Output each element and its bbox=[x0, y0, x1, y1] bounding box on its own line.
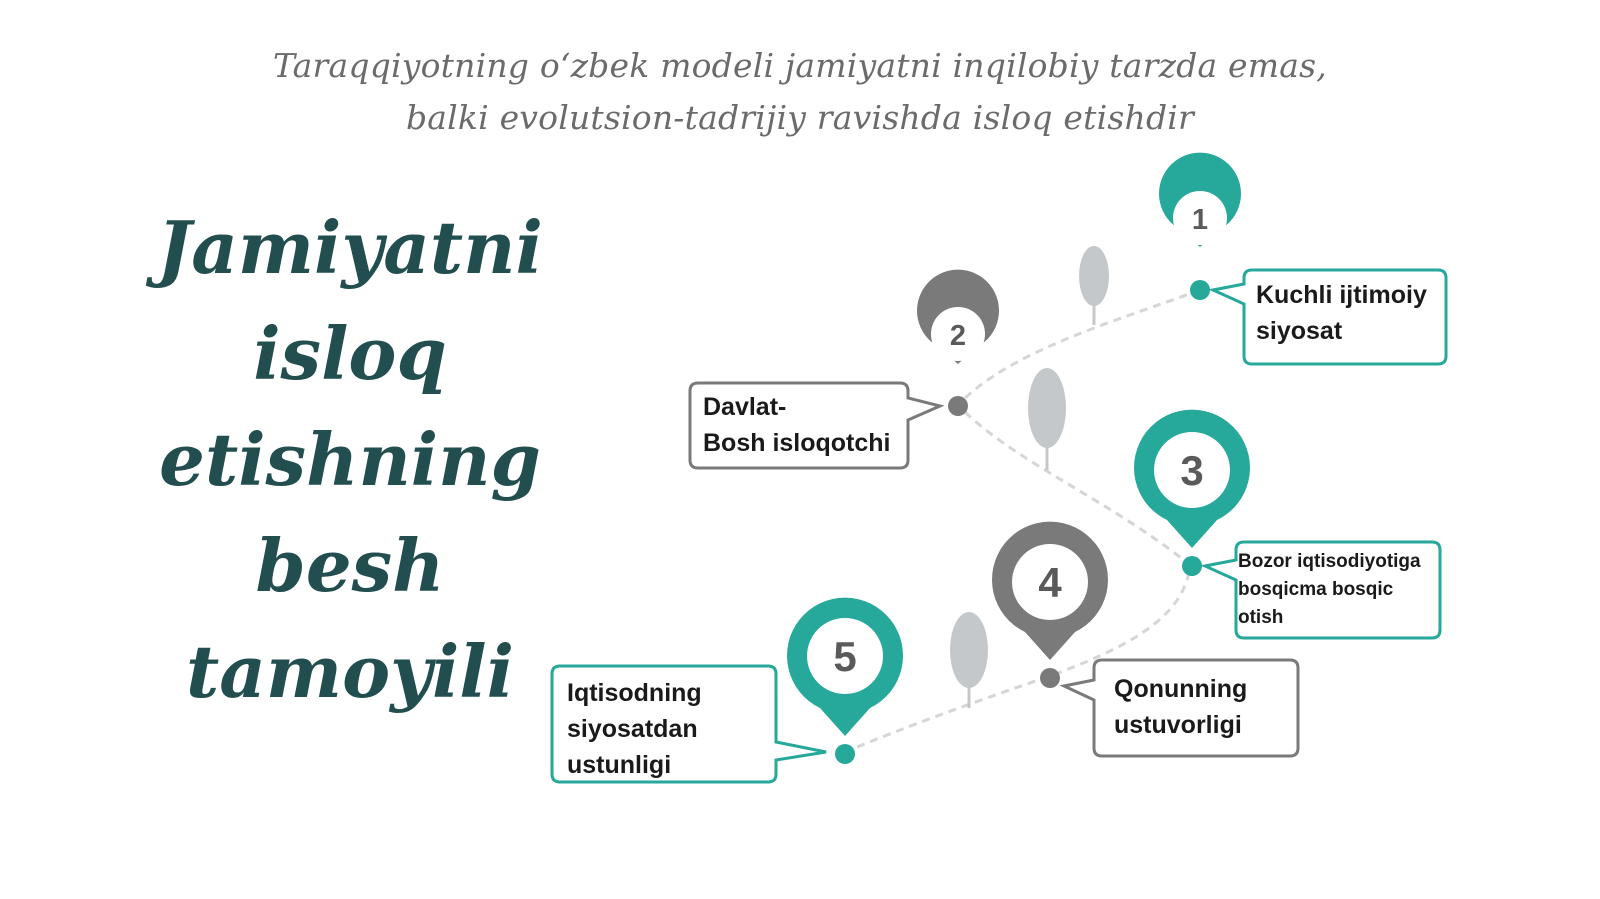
pin-number-3: 3 bbox=[1180, 447, 1203, 494]
callout-bubble-1 bbox=[1208, 268, 1448, 366]
step-1-line-2: siyosat bbox=[1256, 317, 1343, 345]
slide-title: Jamiyatni isloq etishning besh tamoyili bbox=[60, 195, 640, 725]
map-pin-icon-1: 1 bbox=[1159, 152, 1241, 300]
tree-icon bbox=[950, 612, 988, 708]
title-line-3: tamoyili bbox=[185, 629, 514, 714]
pin-number-2: 2 bbox=[950, 320, 966, 352]
title-line-2: etishning besh bbox=[159, 417, 541, 608]
step-3-line-3: otish bbox=[1238, 607, 1284, 628]
step-4-line-1: Qonunning bbox=[1114, 675, 1248, 703]
step-2-line-2: Bosh isloqotchi bbox=[703, 429, 891, 457]
callout-bubble-4 bbox=[1059, 658, 1300, 758]
step-5-line-3: ustunligi bbox=[567, 751, 672, 779]
slide-subtitle: Taraqqiyotning o‘zbek modeli jamiyatni i… bbox=[200, 40, 1400, 144]
map-pin-icon-4: 4 bbox=[991, 521, 1108, 688]
step-5-line-1: Iqtisodning bbox=[567, 679, 702, 707]
title-line-1: Jamiyatni isloq bbox=[157, 205, 543, 396]
pin-number-5: 5 bbox=[833, 633, 856, 680]
step-3-line-2: bosqicma bosqic bbox=[1238, 579, 1394, 600]
step-5-line-2: siyosatdan bbox=[567, 715, 698, 743]
step-label-4: Qonunning ustuvorligi bbox=[1114, 671, 1247, 743]
map-pin-icon-5: 5 bbox=[787, 597, 904, 764]
step-3-line-1: Bozor iqtisodiyotiga bbox=[1238, 551, 1421, 572]
step-label-3: Bozor iqtisodiyotiga bosqicma bosqic oti… bbox=[1238, 548, 1421, 632]
tree-icon bbox=[1079, 246, 1109, 325]
subtitle-line-2: balki evolutsion-tadrijiy ravishda isloq… bbox=[405, 98, 1194, 137]
subtitle-line-1: Taraqqiyotning o‘zbek modeli jamiyatni i… bbox=[273, 46, 1327, 85]
road-path bbox=[844, 288, 1201, 754]
callout-bubble-5 bbox=[550, 664, 827, 784]
callout-bubble-3 bbox=[1200, 540, 1442, 640]
tree-icon bbox=[1028, 368, 1066, 470]
step-2-line-1: Davlat- bbox=[703, 393, 787, 421]
pin-number-4: 4 bbox=[1038, 559, 1062, 606]
pin-number-1: 1 bbox=[1192, 204, 1208, 236]
step-1-line-1: Kuchli ijtimoiy bbox=[1256, 281, 1427, 309]
callout-bubble-2 bbox=[688, 381, 945, 470]
map-pin-icon-3: 3 bbox=[1134, 409, 1250, 576]
step-label-2: Davlat- Bosh isloqotchi bbox=[703, 389, 891, 461]
step-label-5: Iqtisodning siyosatdan ustunligi bbox=[567, 675, 702, 783]
step-4-line-2: ustuvorligi bbox=[1114, 711, 1242, 739]
map-pin-icon-2: 2 bbox=[916, 269, 999, 416]
step-label-1: Kuchli ijtimoiy siyosat bbox=[1256, 277, 1427, 349]
